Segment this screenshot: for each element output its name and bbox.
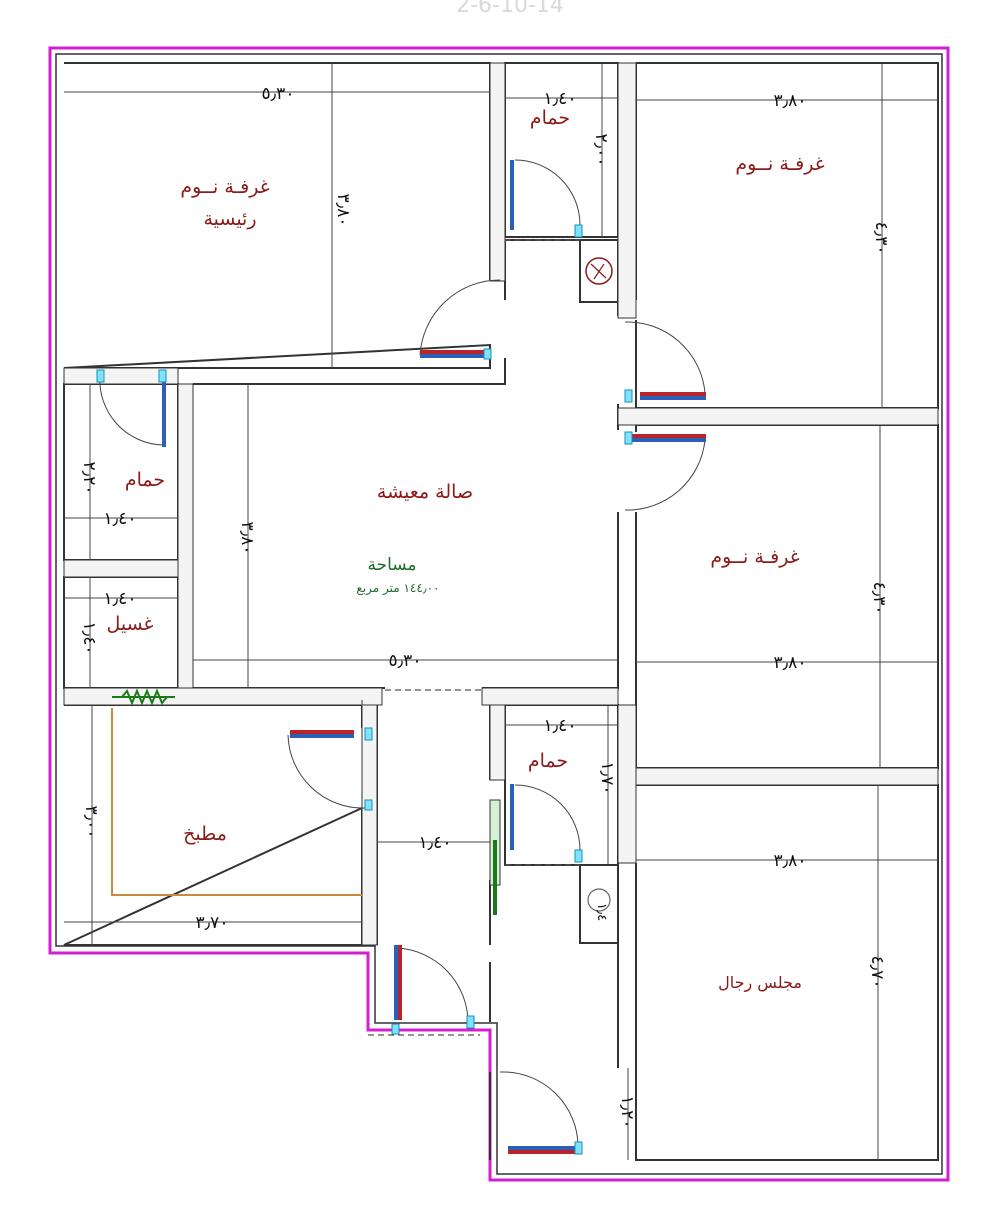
living-area-label: مساحة	[367, 555, 416, 575]
thresholds	[361, 239, 580, 1036]
door-leaves	[162, 160, 706, 1154]
room-bedroom-top-name: غرفـة نــوم	[735, 153, 824, 175]
room-master-bedroom-name: غرفـة نــوم	[180, 176, 269, 198]
date-stamp: 2-6-10-14	[456, 0, 564, 18]
dim-bed-mid-width: ٣٫٨٠	[774, 653, 807, 673]
dim-kitchen-height: ٣٫٠٠	[81, 806, 101, 839]
bedroom-mid-wall	[635, 424, 939, 769]
door-entry	[499, 1071, 579, 1149]
room-laundry-name: غسيل	[106, 613, 153, 635]
door-bedroom-top	[624, 321, 706, 394]
room-bath-top-name: حمام	[530, 107, 570, 129]
room-bath-left-name: حمام	[125, 469, 165, 491]
dim-bath-top-height: ٢٫٠٠	[591, 134, 611, 167]
room-master-bedroom-sub: رئيسية	[203, 208, 256, 230]
dimension-labels-vertical: ٣٫٨٠ ٢٫٠٠ ٤٫٣٠ ٢٫٢٠ ٣٫٨٠ ١٫٤٠ ٤٫٣٠ ١٫٧٠ …	[79, 134, 891, 1129]
dim-bath-left-height: ٢٫٢٠	[79, 462, 99, 495]
dim-kitchen-width: ٣٫٧٠	[196, 913, 229, 933]
door-bath-left	[99, 374, 164, 446]
dimension-labels-horizontal: ٥٫٣٠ ١٫٤٠ ٣٫٨٠ ١٫٤٠ ٥٫٣٠ ١٫٤٠ ٣٫٨٠ ١٫٤٠ …	[104, 84, 807, 933]
dim-entry-height: ١٫٢٠	[617, 1096, 637, 1129]
shaft-symbol-mid	[587, 888, 611, 912]
dim-bed-top-width: ٣٫٨٠	[774, 91, 807, 111]
living-area-value: ١٤٤٫٠٠ متر مربع	[356, 581, 439, 596]
dim-living-height: ٣٫٨٠	[237, 522, 257, 555]
door-jambs	[96, 224, 633, 1155]
dim-master-height: ٣٫٨٠	[333, 194, 353, 227]
door-bath-mid	[514, 784, 581, 851]
bedroom-top-wall	[635, 62, 939, 409]
door-master	[419, 279, 501, 356]
room-majlis-name: مجلس رجال	[718, 973, 802, 993]
room-bedroom-mid-name: غرفـة نــوم	[710, 546, 799, 568]
door-kitchen	[287, 734, 366, 809]
door-corridor	[396, 947, 469, 1023]
doors	[99, 159, 706, 1149]
dim-bath-mid-width: ١٫٤٠	[544, 716, 577, 736]
dimension-lines	[64, 63, 938, 1160]
room-bath-mid-name: حمام	[528, 750, 568, 772]
dim-majlis-width: ٣٫٨٠	[774, 851, 807, 871]
dim-majlis-height: ٤٫٧٠	[867, 956, 887, 989]
dim-corridor-width: ١٫٤٠	[419, 833, 452, 853]
living-hall-wall	[193, 239, 619, 689]
dim-bath-left-width: ١٫٤٠	[104, 509, 137, 529]
corridor-wall	[376, 705, 491, 1160]
dim-bath-top-width: ١٫٤٠	[544, 89, 577, 109]
dim-laundry-width: ١٫٤٠	[104, 589, 137, 609]
room-living-name: صالة معيشة	[377, 481, 473, 503]
door-bedroom-mid	[624, 439, 706, 511]
dim-laundry-height: ١٫٤٠	[79, 622, 99, 655]
room-kitchen-name: مطبخ	[183, 823, 227, 845]
master-bedroom-wall	[63, 62, 491, 369]
dim-bed-top-height: ٤٫٣٠	[871, 222, 891, 255]
dim-bed-mid-height: ٤٫٣٠	[869, 582, 889, 615]
shaft-mid	[579, 864, 619, 944]
kitchen-counter	[111, 708, 362, 896]
dim-master-width: ٥٫٣٠	[262, 84, 295, 104]
door-bath-top	[514, 159, 581, 226]
dim-living-width: ٥٫٣٠	[389, 651, 422, 671]
shaft-symbol-top	[585, 257, 613, 285]
outer-boundary	[48, 46, 950, 1182]
dim-stair: ١٫٤	[594, 903, 609, 921]
dim-bath-mid-height: ١٫٧٠	[597, 762, 617, 795]
